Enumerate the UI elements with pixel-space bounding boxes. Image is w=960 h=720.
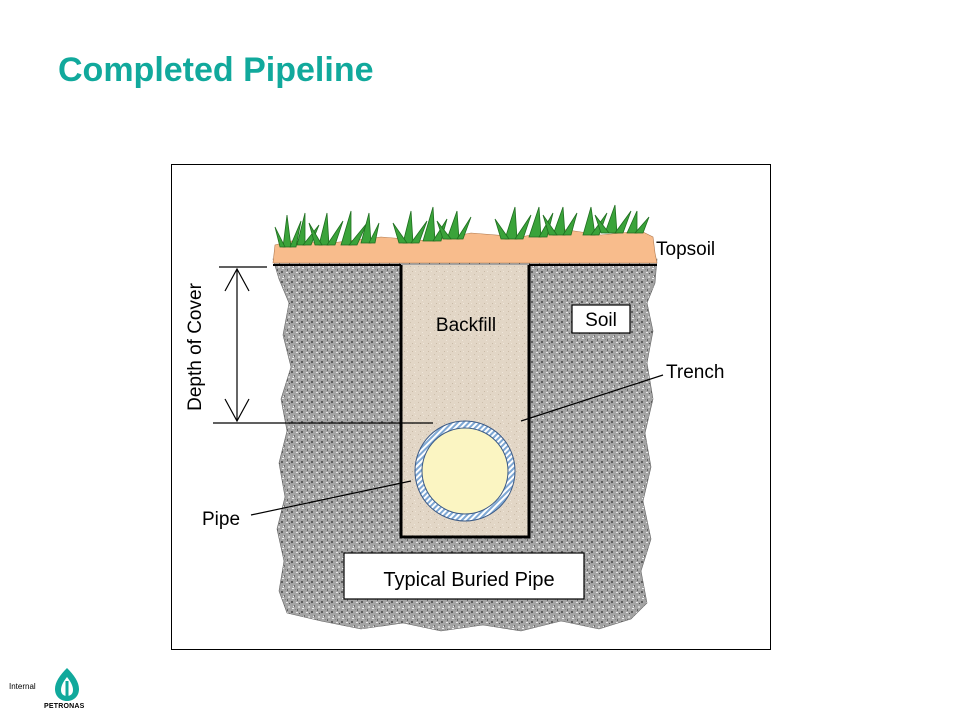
soil-label-box	[571, 304, 631, 334]
pipe-interior	[421, 427, 509, 515]
classification-label: Internal	[9, 682, 36, 691]
slide-title: Completed Pipeline	[58, 51, 374, 89]
depth-of-cover-label: Depth of Cover	[185, 282, 206, 410]
depth-arrow-down	[224, 398, 250, 423]
pipe-leader	[250, 480, 412, 516]
logo-wordmark: PETRONAS	[44, 703, 85, 710]
trench-label: Trench	[666, 362, 724, 383]
caption-box	[343, 552, 585, 600]
pipe-label: Pipe	[202, 509, 240, 530]
buried-pipe-diagram: Topsoil Soil Backfill Trench Pipe Depth …	[185, 204, 724, 632]
grass-tufts	[274, 204, 650, 248]
depth-arrow-up	[224, 267, 250, 292]
topsoil-label: Topsoil	[656, 239, 715, 260]
soil-label: Soil	[585, 310, 617, 331]
caption-label: Typical Buried Pipe	[383, 569, 554, 591]
trench-leader	[520, 374, 664, 422]
diagram-frame: Topsoil Soil Backfill Trench Pipe Depth …	[171, 164, 771, 650]
trench-outline	[399, 265, 531, 539]
petronas-logo-icon	[47, 665, 87, 713]
backfill-label: Backfill	[436, 315, 496, 336]
